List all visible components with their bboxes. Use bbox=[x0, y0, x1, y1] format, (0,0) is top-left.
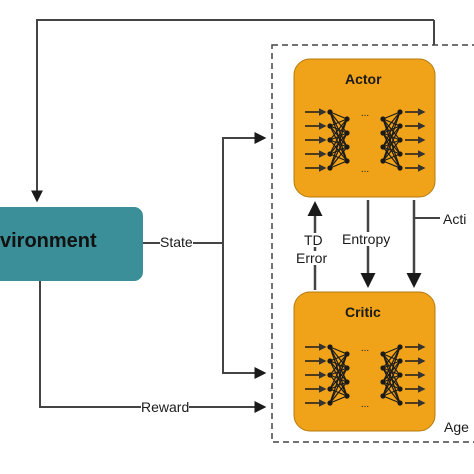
td-error-label-line1: TD bbox=[304, 232, 323, 248]
actor-box bbox=[293, 58, 436, 198]
ellipsis-label: ... bbox=[361, 108, 369, 119]
agent-container bbox=[271, 44, 474, 443]
state-to-actor-arrow bbox=[222, 132, 267, 243]
state-to-critic-arrow bbox=[222, 243, 267, 379]
actor-network-icon: ...... bbox=[305, 108, 426, 175]
reward-label: Reward bbox=[141, 399, 190, 415]
environment-label: vironment bbox=[0, 230, 97, 252]
state-label: State bbox=[160, 234, 193, 250]
critic-title: Critic bbox=[345, 304, 381, 320]
td-error-label-line2: Error bbox=[296, 250, 328, 266]
environment-box bbox=[0, 207, 143, 281]
critic-network-icon: ...... bbox=[305, 343, 426, 410]
actor-title: Actor bbox=[345, 71, 382, 87]
critic-box bbox=[293, 291, 436, 432]
action-feedback-arrow bbox=[31, 19, 434, 203]
entropy-label: Entropy bbox=[342, 231, 391, 247]
action-label: Acti bbox=[443, 211, 467, 227]
reward-arrow bbox=[39, 281, 267, 413]
ellipsis-label: ... bbox=[361, 343, 369, 354]
agent-label: Age bbox=[444, 419, 469, 435]
ellipsis-label: ... bbox=[361, 164, 369, 175]
ellipsis-label: ... bbox=[361, 399, 369, 410]
